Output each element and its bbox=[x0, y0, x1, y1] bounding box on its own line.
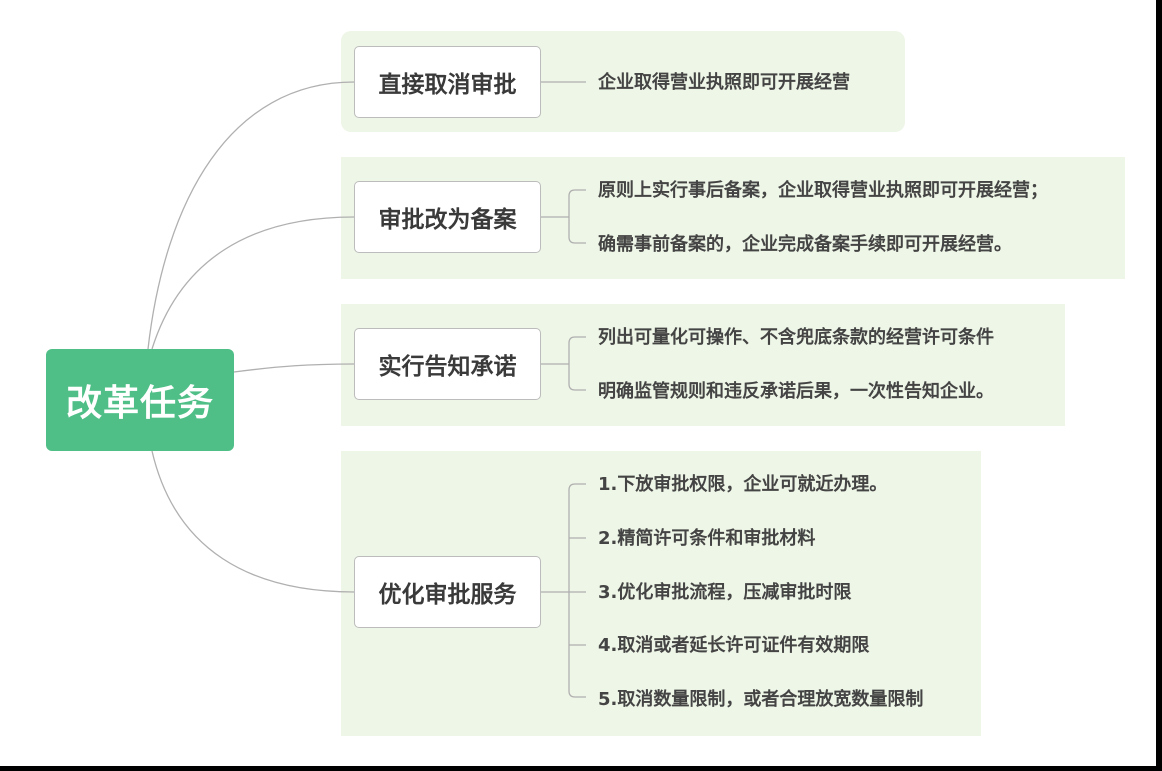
connector-root-branch-2 bbox=[151, 216, 355, 350]
leaf-node[interactable]: 企业取得营业执照即可开展经营 bbox=[598, 72, 850, 93]
leaf-node[interactable]: 1.下放审批权限，企业可就近办理。 bbox=[598, 474, 888, 495]
connector-branch-4-bracket bbox=[568, 483, 586, 698]
connector-branch-2-bracket bbox=[568, 189, 586, 244]
connector-root-branch-1 bbox=[147, 81, 355, 350]
branch-node-optimize-service[interactable]: 优化审批服务 bbox=[354, 556, 541, 628]
leaf-node[interactable]: 2.精简许可条件和审批材料 bbox=[598, 528, 816, 549]
connector-root-branch-4 bbox=[151, 450, 355, 593]
branch-node-cancel-approval[interactable]: 直接取消审批 bbox=[354, 46, 541, 118]
connector-root-branch-3 bbox=[233, 363, 355, 373]
frame-bottom-edge bbox=[0, 766, 1162, 771]
leaf-node[interactable]: 5.取消数量限制，或者合理放宽数量限制 bbox=[598, 689, 924, 710]
leaf-node[interactable]: 列出可量化可操作、不含兜底条款的经营许可条件 bbox=[598, 327, 994, 348]
branch-node-notice-commitment[interactable]: 实行告知承诺 bbox=[354, 328, 541, 400]
leaf-node[interactable]: 4.取消或者延长许可证件有效期限 bbox=[598, 635, 870, 656]
root-node[interactable]: 改革任务 bbox=[46, 349, 234, 451]
connector-branch-3-bracket bbox=[568, 336, 586, 391]
leaf-node[interactable]: 确需事前备案的，企业完成备案手续即可开展经营。 bbox=[598, 234, 1012, 255]
leaf-node[interactable]: 明确监管规则和违反承诺后果，一次性告知企业。 bbox=[598, 381, 994, 402]
frame-right-edge bbox=[1156, 0, 1162, 771]
branch-node-approval-to-filing[interactable]: 审批改为备案 bbox=[354, 181, 541, 253]
leaf-node[interactable]: 原则上实行事后备案，企业取得营业执照即可开展经营； bbox=[598, 180, 1048, 201]
leaf-node[interactable]: 3.优化审批流程，压减审批时限 bbox=[598, 582, 852, 603]
